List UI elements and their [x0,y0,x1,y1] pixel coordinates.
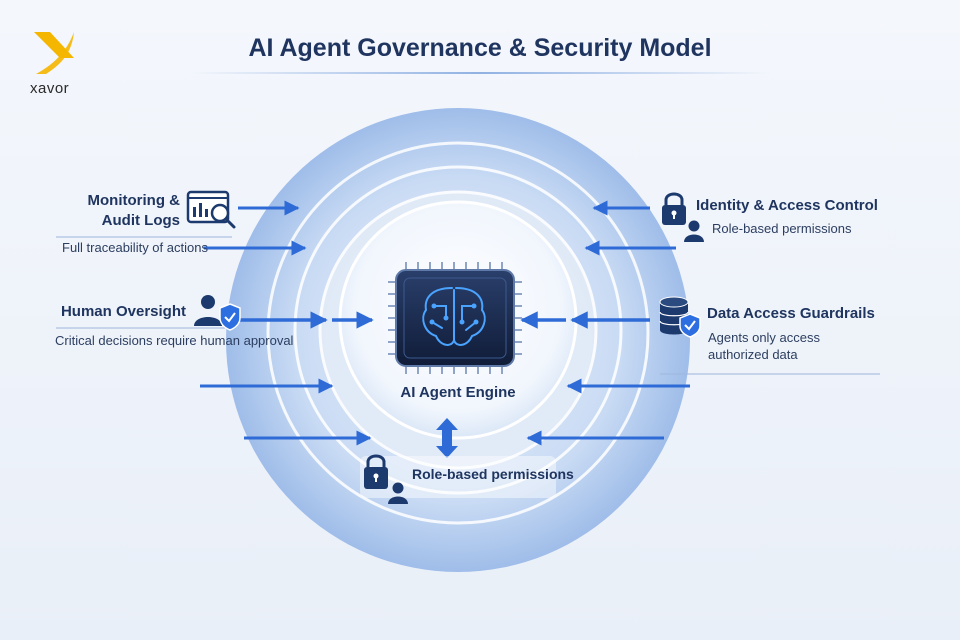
data-access-line2: authorized data [708,347,798,362]
logo-text: xavor [30,80,70,97]
ring-2 [266,141,650,525]
monitoring-title-line1: Monitoring & [87,192,180,209]
vertical-double-arrow-icon [436,418,458,458]
monitoring-title-line2: Audit Logs [101,212,180,229]
lock-person-icon [662,192,704,242]
logo-mark [34,32,74,74]
bottom-label-panel [360,456,556,498]
ring-3 [293,165,623,495]
oversight-title: Human Oversight [60,303,186,320]
database-shield-icon [659,296,701,338]
lock-person-icon [364,454,408,504]
identity-subtitle: Role-based permissions [712,221,852,236]
bottom-label: Role-based permissions [412,466,574,482]
person-shield-icon [194,295,241,331]
chip-brain-icon [388,262,522,374]
data-access-line1: Agents only access [708,330,821,345]
page-title: AI Agent Governance & Security Model [248,34,712,62]
chart-magnifier-icon [186,190,236,229]
center-label: AI Agent Engine [400,384,516,401]
title-divider [190,72,770,74]
data-access-title: Data Access Guardrails [707,305,875,322]
oversight-subtitle: Critical decisions require human approva… [55,333,294,348]
monitoring-subtitle: Full traceability of actions [62,240,208,255]
identity-title: Identity & Access Control [696,197,878,214]
